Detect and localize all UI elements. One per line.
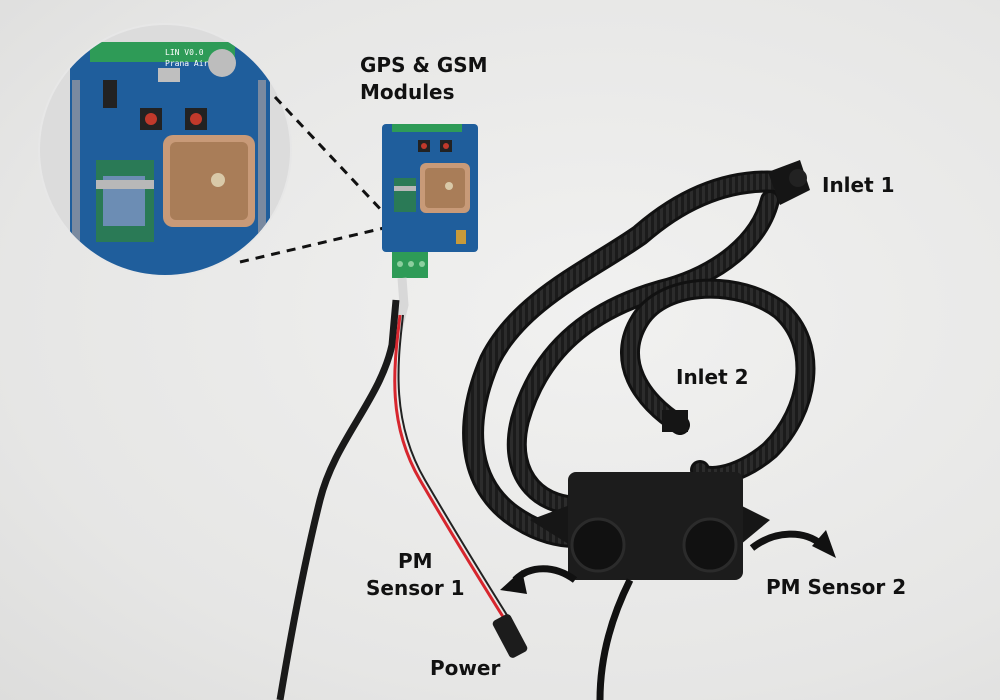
pm-sensor-1-port — [570, 517, 626, 573]
label-power: Power — [430, 656, 501, 680]
arrow-pm-sensor-2 — [749, 530, 825, 551]
silkscreen-line1: LIN V0.0 — [165, 48, 204, 57]
pm-sensor-2-port — [682, 517, 738, 573]
inlet-2-cap — [662, 410, 688, 432]
callout-line-top — [273, 95, 386, 215]
label-pm-sensor-1: PM Sensor 1 — [366, 549, 465, 600]
inlet-1-cap — [768, 160, 810, 205]
power-jack — [492, 614, 528, 658]
label-inlet-1: Inlet 1 — [822, 173, 895, 197]
zoom-inset: LIN V0.0 Prana Air — [38, 23, 292, 277]
power-cables — [276, 277, 528, 700]
label-gps-gsm-modules: GPS & GSM Modules — [360, 53, 488, 104]
label-pm-sensor-2: PM Sensor 2 — [766, 575, 907, 599]
arrow-pm-sensor-1 — [512, 565, 578, 583]
callout-line-bottom — [239, 226, 385, 264]
inlet-hoses — [462, 170, 816, 548]
gps-gsm-board — [382, 124, 478, 278]
silkscreen-line2: Prana Air — [165, 59, 209, 68]
pm-sensor-enclosure — [530, 472, 770, 700]
label-inlet-2: Inlet 2 — [676, 365, 749, 389]
